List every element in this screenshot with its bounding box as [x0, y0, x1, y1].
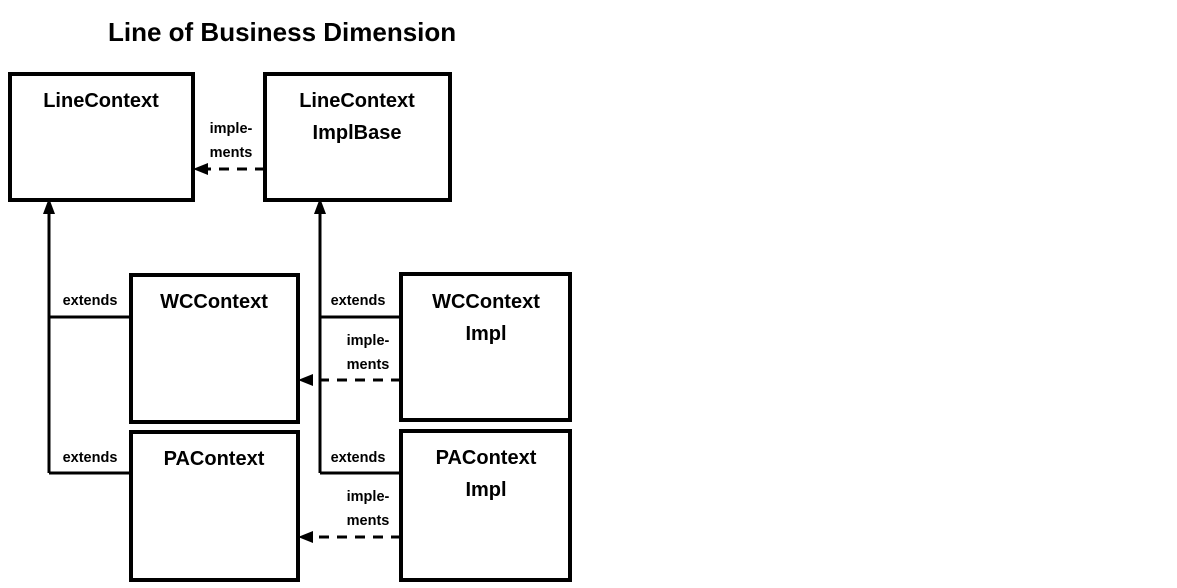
class-name-wc-context-impl-line-2: Impl [465, 323, 506, 345]
class-box-rect [129, 430, 300, 582]
class-box-line-context[interactable]: LineContext [8, 72, 195, 202]
class-name-pa-context: PAContext [164, 448, 265, 470]
relationship-implbase-implements-linecontext[interactable]: imple- ments [193, 121, 265, 175]
class-name-pa-context-impl-line-2: Impl [465, 479, 506, 501]
edge-label-implements-line-1: imple- [210, 121, 253, 137]
class-box-rect [8, 72, 195, 202]
relationship-pacontextimpl-implements-pacontext[interactable]: imple- ments [298, 489, 401, 543]
edge-label-extends-wccontext: extends [63, 293, 118, 309]
class-box-rect [129, 273, 300, 424]
relationship-wccontextimpl-implements-wccontext[interactable]: imple- ments [298, 333, 401, 386]
solid-arrow-icon [314, 198, 326, 214]
open-arrow-icon [298, 531, 313, 543]
open-arrow-icon [298, 374, 313, 386]
class-box-wc-context[interactable]: WCContext [129, 273, 300, 424]
class-box-line-context-impl-base[interactable]: LineContext ImplBase [263, 72, 452, 202]
relationship-extends-implbase-tree[interactable]: extends extends [314, 198, 403, 475]
class-box-rect [399, 272, 572, 422]
class-box-wc-context-impl[interactable]: WCContext Impl [399, 272, 572, 422]
class-name-wc-context: WCContext [160, 291, 268, 313]
class-box-pa-context-impl[interactable]: PAContext Impl [399, 429, 572, 582]
connector-layer: imple- ments LineContext --> extends ext… [43, 121, 403, 543]
class-name-line-context: LineContext [43, 90, 159, 112]
class-box-pa-context[interactable]: PAContext [129, 430, 300, 582]
page-title: Line of Business Dimension [108, 17, 456, 47]
edge-label-extends-pacontextimpl: extends [331, 450, 386, 466]
edge-label-extends-pacontext: extends [63, 450, 118, 466]
edge-label-implements-pa-line-2: ments [347, 513, 390, 529]
class-box-rect [399, 429, 572, 582]
class-box-rect [263, 72, 452, 202]
edge-label-implements-line-2: ments [210, 145, 253, 161]
solid-arrow-icon [43, 198, 55, 214]
class-box-layer: LineContext LineContext ImplBase WCConte… [8, 72, 572, 582]
class-name-pa-context-impl-line-1: PAContext [436, 447, 537, 469]
edge-label-extends-wccontextimpl: extends [331, 293, 386, 309]
class-name-wc-context-impl-line-1: WCContext [432, 291, 540, 313]
edge-label-implements-pa-line-1: imple- [347, 489, 390, 505]
class-name-line-context-impl-base-line-1: LineContext [299, 90, 415, 112]
relationship-extends-linecontext-tree[interactable]: extends extends [43, 198, 133, 475]
edge-label-implements-wc-line-1: imple- [347, 333, 390, 349]
edge-label-implements-wc-line-2: ments [347, 357, 390, 373]
open-arrow-icon [193, 163, 208, 175]
class-name-line-context-impl-base-line-2: ImplBase [313, 122, 402, 144]
